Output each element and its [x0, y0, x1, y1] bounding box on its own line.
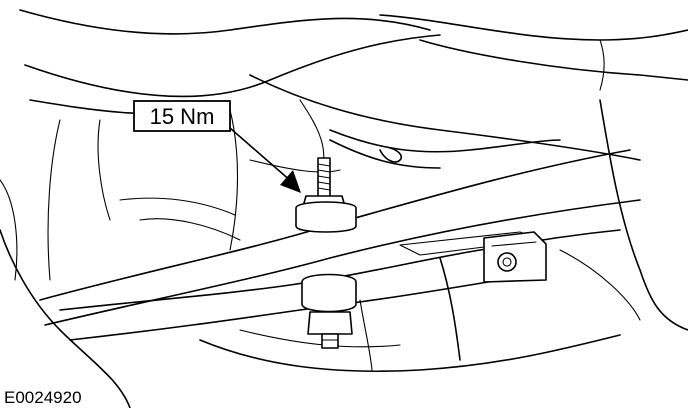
leader-line — [229, 127, 293, 183]
figure-id: E0024920 — [4, 388, 82, 407]
chassis-outline — [0, 9, 688, 408]
torque-label: 15 Nm — [150, 104, 215, 129]
arrowhead — [280, 170, 301, 193]
stabilizer-link — [295, 157, 357, 349]
mounting-bracket — [483, 231, 547, 283]
torque-callout: 15 Nm — [133, 100, 301, 193]
upper-arm — [329, 129, 561, 169]
